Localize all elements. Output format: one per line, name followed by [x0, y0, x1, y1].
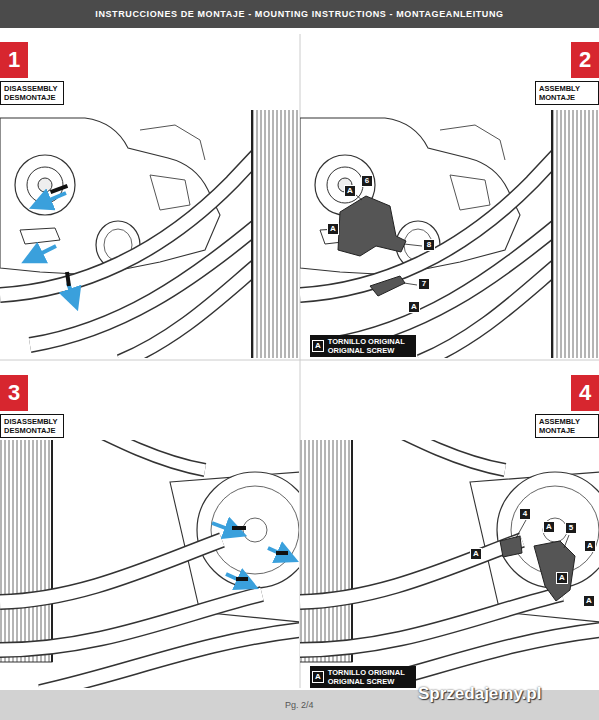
callout-number: A [583, 595, 595, 607]
line-art [338, 196, 406, 256]
step-digit: 1 [8, 47, 20, 73]
line-art [404, 244, 422, 246]
page-number: Pg. 2/4 [285, 700, 314, 710]
step-number: 2 [571, 42, 599, 78]
screw-code: A [315, 341, 321, 350]
legend-box: A TORNILLO ORIGINAL ORIGINAL SCREW [310, 666, 416, 688]
line-art [356, 195, 569, 548]
line-art [500, 536, 522, 557]
callout-number: 5 [565, 522, 577, 534]
callout-number: A [327, 223, 339, 235]
header-bar: INSTRUCCIONES DE MONTAJE - MOUNTING INST… [0, 0, 599, 28]
step-tag: DISASSEMBLY DESMONTAJE [0, 81, 64, 105]
step-label: ASSEMBLY MONTAJE [539, 84, 580, 102]
line-art [300, 440, 599, 688]
line-art [32, 193, 288, 584]
legend-text: TORNILLO ORIGINAL ORIGINAL SCREW [328, 337, 412, 355]
callout-number: 8 [423, 239, 435, 251]
step-tag: ASSEMBLY MONTAJE [535, 81, 599, 105]
callout-number: A [543, 521, 555, 533]
line-art [0, 360, 599, 361]
callout-number: 6 [361, 175, 373, 187]
step-digit: 3 [8, 380, 20, 406]
step-tag: ASSEMBLY MONTAJE [535, 414, 599, 438]
line-art [268, 548, 288, 557]
line-art [276, 551, 288, 555]
screw-code: A [315, 672, 321, 681]
callout-number: 7 [418, 278, 430, 290]
callout-number: A [470, 548, 482, 560]
line-art [0, 110, 299, 358]
step-tag: DISASSEMBLY DESMONTAJE [0, 414, 64, 438]
line-art [564, 535, 569, 548]
line-art [404, 283, 417, 285]
step-number: 3 [0, 375, 28, 411]
line-art [50, 184, 288, 581]
step-label: ASSEMBLY MONTAJE [539, 417, 580, 435]
step-digit: 4 [579, 380, 591, 406]
page-title: INSTRUCCIONES DE MONTAJE - MOUNTING INST… [95, 9, 503, 19]
line-art [300, 440, 599, 688]
callout-number: 4 [519, 508, 531, 520]
step-number: 4 [571, 375, 599, 411]
step-label: DISASSEMBLY DESMONTAJE [4, 417, 57, 435]
line-art [516, 520, 526, 538]
step-number: 1 [0, 42, 28, 78]
line-art [370, 276, 405, 296]
legend-box: A TORNILLO ORIGINAL ORIGINAL SCREW [310, 335, 416, 357]
line-art [534, 541, 575, 601]
line-art [32, 246, 56, 258]
line-art [50, 184, 68, 194]
legend-swatch: A [312, 340, 324, 352]
line-art [0, 110, 299, 358]
line-art [226, 574, 248, 584]
line-art [300, 110, 599, 358]
callout-number: A [584, 540, 596, 552]
line-art [300, 110, 599, 358]
legend-swatch: A [312, 671, 324, 683]
line-art [40, 193, 66, 204]
line-art [65, 272, 71, 286]
line-art [232, 526, 246, 530]
step-label: DISASSEMBLY DESMONTAJE [4, 84, 57, 102]
callout-number: A [556, 572, 568, 584]
legend-text: TORNILLO ORIGINAL ORIGINAL SCREW [328, 668, 412, 686]
line-art [236, 577, 248, 581]
line-art [356, 195, 362, 200]
step-digit: 2 [579, 47, 591, 73]
line-art [0, 440, 299, 688]
watermark: Sprzedajemy.pl [418, 684, 541, 704]
line-art [0, 440, 299, 688]
callout-number: A [344, 185, 356, 197]
callout-number: A [408, 301, 420, 313]
